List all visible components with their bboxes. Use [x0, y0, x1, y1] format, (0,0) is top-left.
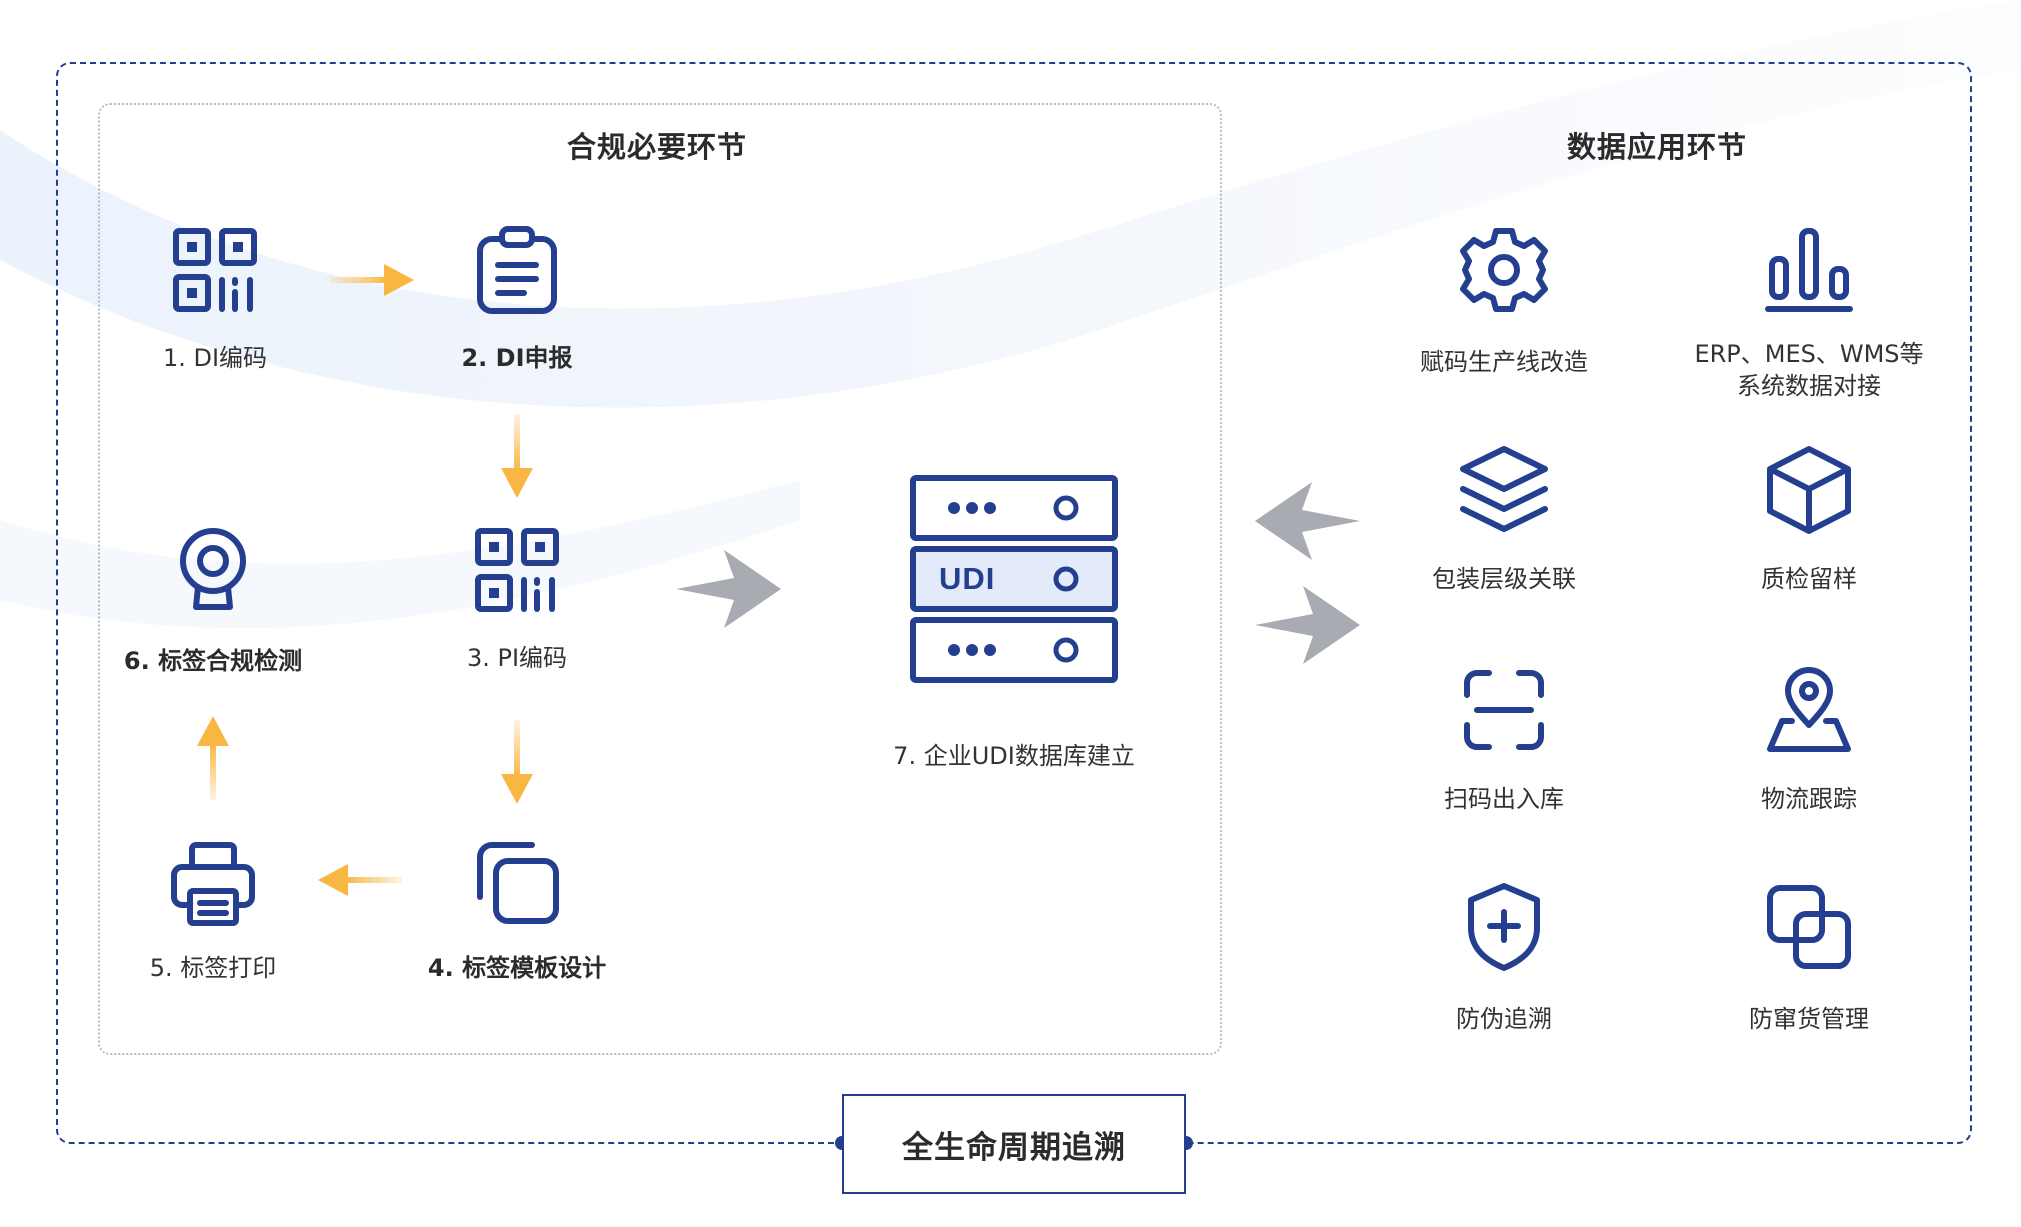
arrow-down [499, 414, 535, 498]
arrow-up [195, 716, 231, 800]
step-pi-coding-label: 3. PI编码 [466, 644, 568, 672]
clipboard-icon [472, 225, 562, 315]
overlap-squares-icon [1764, 882, 1854, 972]
server-stack-icon: UDI [909, 474, 1119, 684]
copy-icon [472, 837, 562, 927]
app-anti-diversion-label: 防窜货管理 [1749, 1005, 1869, 1033]
arrow-right [330, 262, 414, 298]
map-pin-icon [1764, 665, 1854, 755]
app-scan-inout-label: 扫码出入库 [1444, 785, 1564, 813]
udi-text: UDI [939, 561, 996, 596]
webcam-icon [168, 525, 258, 615]
step-di-coding-label: 1. DI编码 [162, 344, 268, 372]
compliance-frame [98, 103, 1222, 1055]
app-system-docking-line1: ERP、MES、WMS等 [1694, 340, 1924, 368]
step-di-report-label: 2. DI申报 [461, 344, 573, 372]
cube-icon [1764, 445, 1854, 535]
bar-chart-icon [1764, 225, 1854, 315]
shield-plus-icon [1459, 882, 1549, 972]
gear-icon [1459, 225, 1549, 315]
arrow-from-applications [1255, 482, 1360, 560]
layers-icon [1459, 445, 1549, 535]
app-logistics-label: 物流跟踪 [1761, 785, 1857, 813]
printer-icon [168, 837, 258, 927]
app-packaging-label: 包装层级关联 [1432, 565, 1576, 593]
app-system-docking-line2: 系统数据对接 [1737, 372, 1881, 400]
database-label: 7. 企业UDI数据库建立 [893, 742, 1135, 770]
app-anticounterfeit-label: 防伪追溯 [1456, 1005, 1552, 1033]
compliance-section-title: 合规必要环节 [566, 130, 748, 164]
app-system-docking-label: ERP、MES、WMS等 系统数据对接 [1679, 338, 1939, 402]
arrow-to-applications [1255, 586, 1360, 664]
app-sampling-label: 质检留样 [1761, 565, 1857, 593]
qr-code-icon [170, 225, 260, 315]
qr-code-icon [472, 525, 562, 615]
arrow-left [318, 862, 402, 898]
app-coding-line-label: 赋码生产线改造 [1420, 348, 1588, 376]
step-detect-label: 6. 标签合规检测 [123, 647, 303, 675]
arrow-down [499, 720, 535, 804]
scan-icon [1459, 665, 1549, 755]
arrow-to-database [676, 550, 781, 628]
lifecycle-trace-box: 全生命周期追溯 [842, 1094, 1186, 1194]
step-print-label: 5. 标签打印 [149, 954, 277, 982]
application-section-title: 数据应用环节 [1566, 130, 1748, 164]
step-template-label: 4. 标签模板设计 [427, 954, 607, 982]
